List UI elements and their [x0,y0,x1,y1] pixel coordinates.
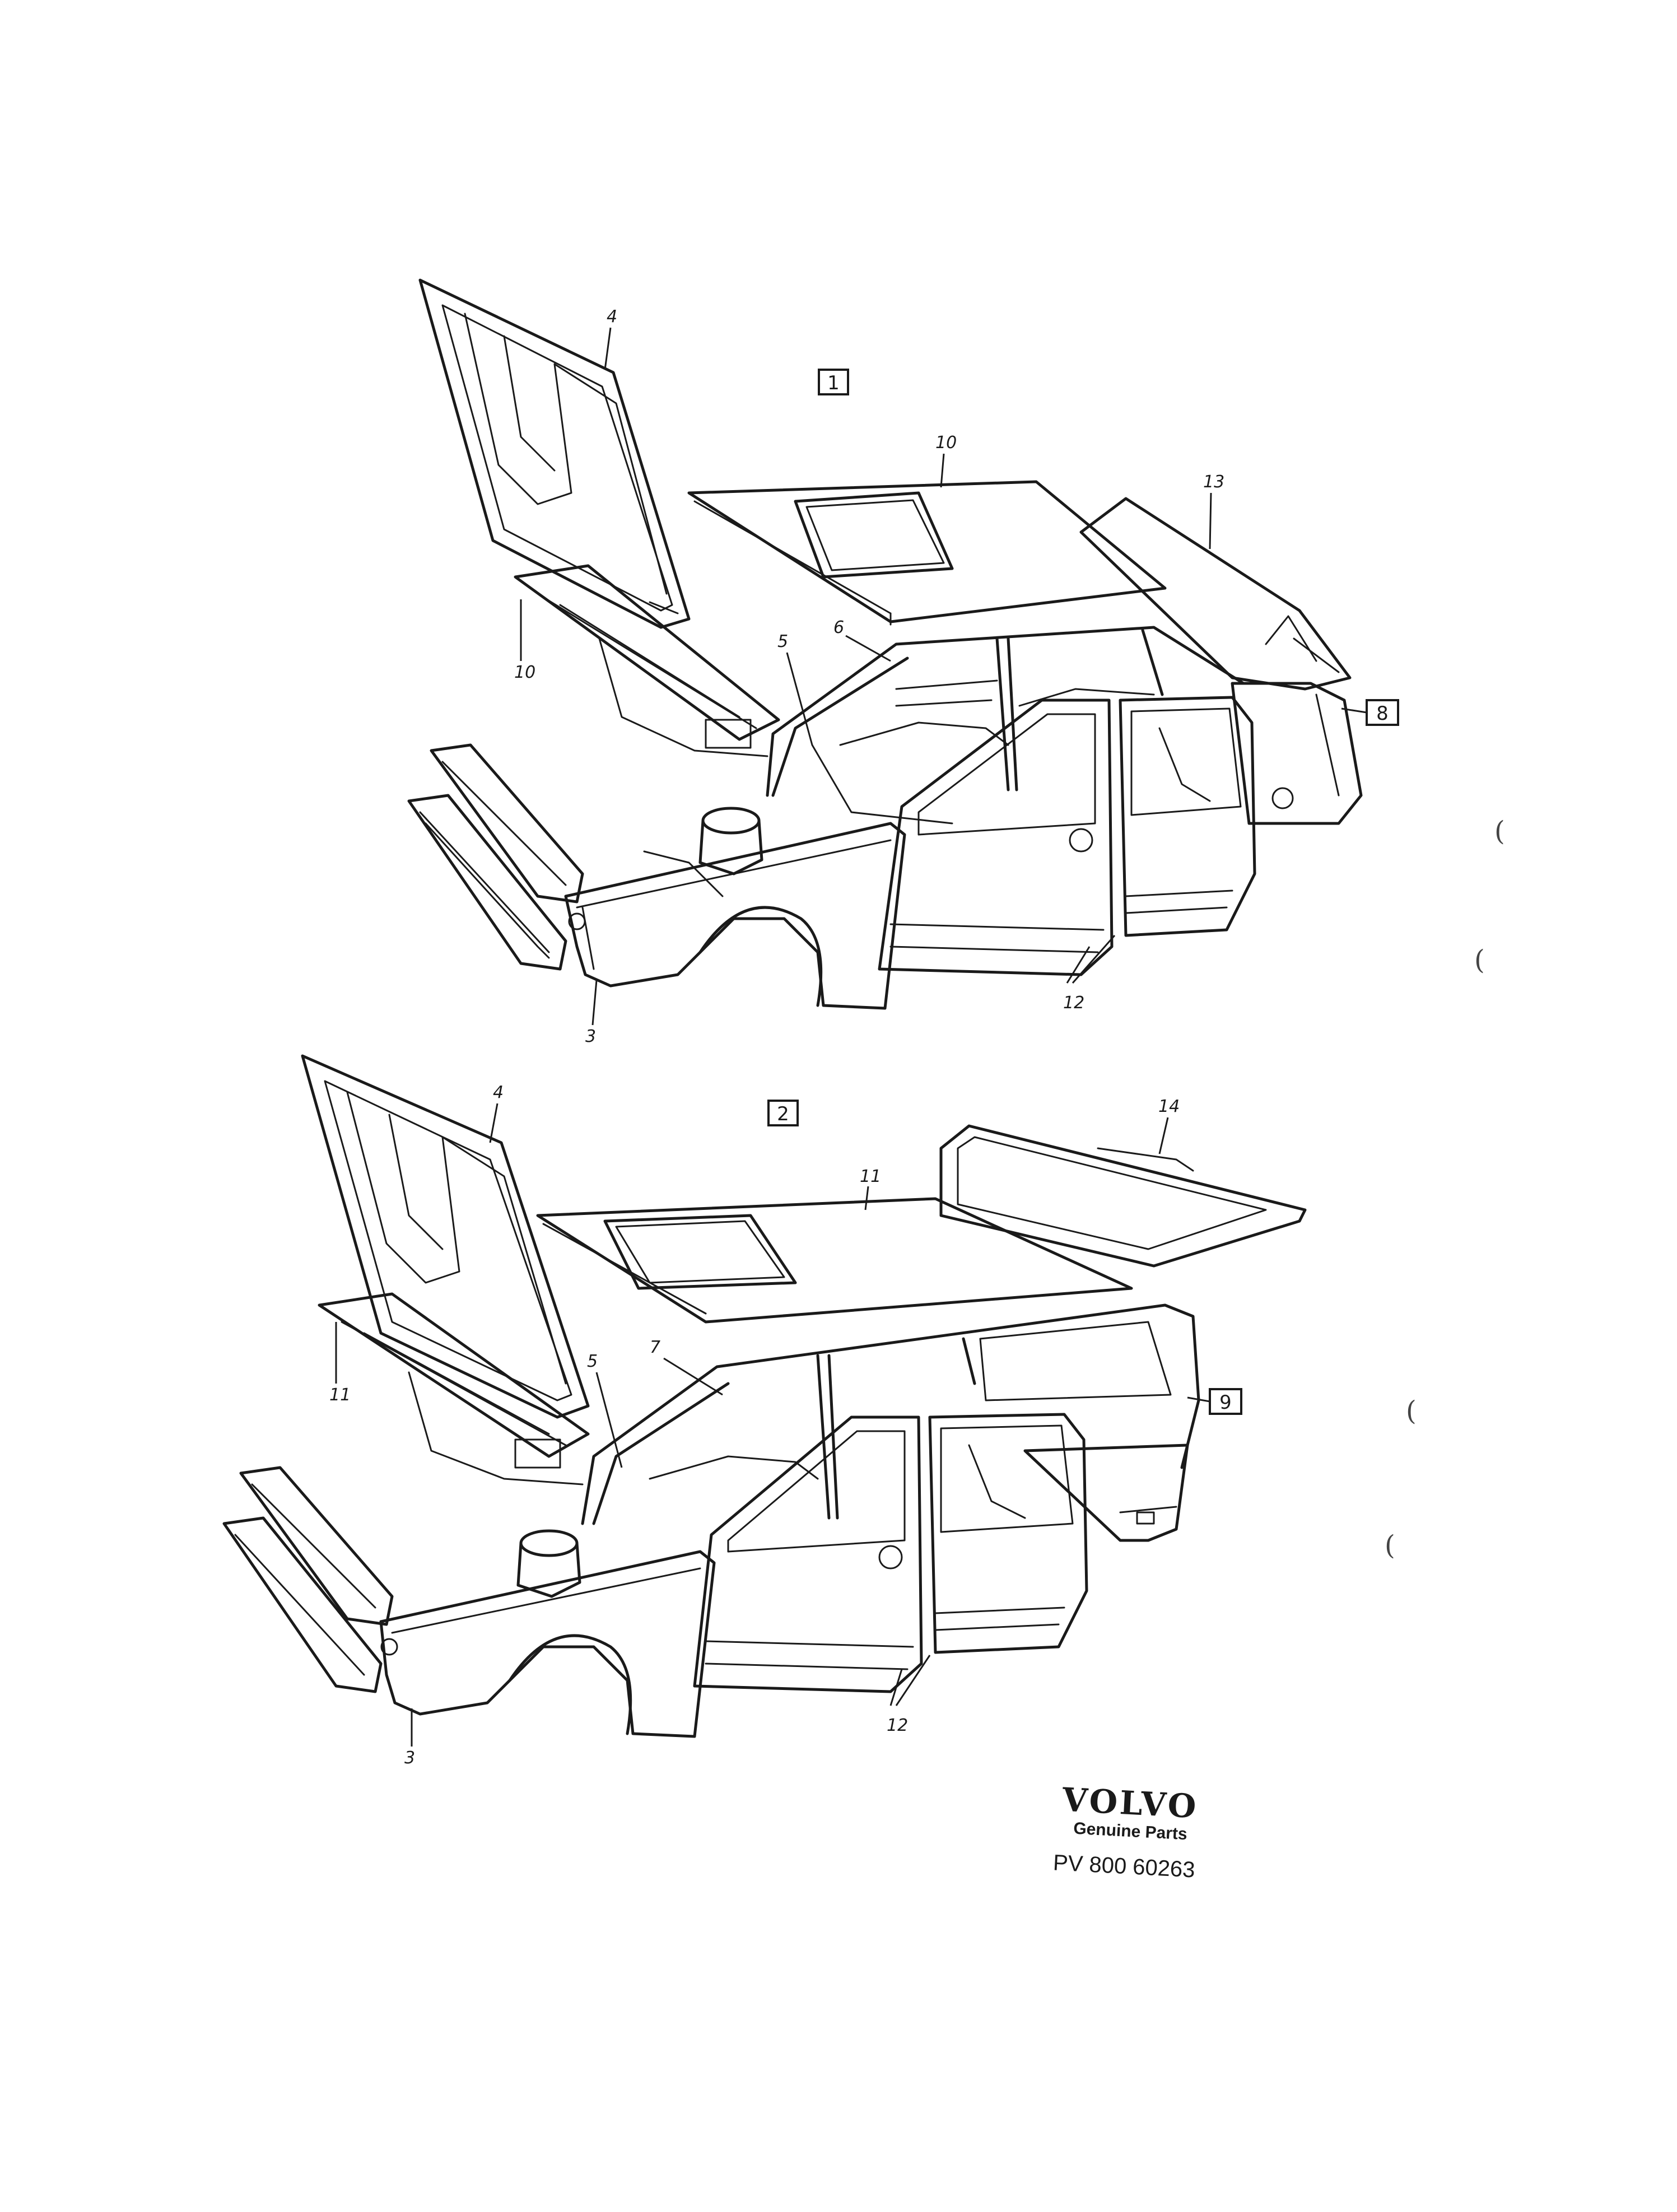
callout-a-pillar: 5 [587,1352,598,1371]
floor-pan [649,1455,819,1480]
leader-doors-front [889,1669,903,1706]
diagram-sedan: 1 8 4 10 10 13 5 6 3 12 [407,278,1399,1046]
body-box-leader [1187,1396,1210,1403]
leader-trunk-lid [1209,492,1212,549]
roof-panel [687,480,1167,626]
margin-mark: ( [1385,1530,1395,1561]
leader-front-member [591,980,598,1026]
front-door [878,698,1114,976]
callout-front-member: 3 [585,1027,596,1046]
leader-a-pillar [786,652,813,746]
body-box-label: 9 [1219,1391,1232,1414]
rear-door [1119,696,1256,937]
hood-panel [418,278,691,629]
callout-b-pillar: 6 [833,618,844,637]
callout-tailgate: 14 [1158,1097,1180,1116]
margin-mark: ( [1494,816,1505,847]
front-frame-rails [407,743,763,971]
front-frame-rails [222,1466,581,1693]
rear-door [928,1413,1088,1654]
roof-panel [536,1197,1133,1324]
variant-box [818,369,849,395]
leader-doors-rear [1072,935,1116,984]
rear-quarter [1231,682,1363,825]
callout-doors: 12 [887,1716,908,1735]
tailgate [939,1124,1307,1268]
floor-pan [839,721,1009,746]
leader-roof [864,1186,869,1210]
margin-mark: ( [1406,1395,1417,1427]
leader-b-pillar [663,1357,723,1396]
hood-panel [301,1054,590,1419]
leader-doors-rear [895,1655,931,1706]
callout-b-pillar: 7 [650,1338,660,1357]
margin-mark: ( [1474,944,1485,976]
callout-doors: 12 [1063,993,1084,1013]
front-fender [379,1550,716,1738]
callout-hood: 4 [493,1083,504,1102]
leader-hood [489,1103,499,1143]
cowl-panel [514,564,780,757]
variant-box [767,1100,799,1126]
variant-box-label: 2 [777,1103,789,1125]
callout-cowl: 11 [329,1385,351,1405]
callout-hood: 4 [607,307,617,327]
front-fender [564,822,906,1010]
body-box-label: 8 [1376,702,1389,725]
callout-roof: 11 [860,1167,881,1186]
callout-roof: 10 [935,433,957,453]
leader-tailgate [1158,1117,1169,1154]
leader-b-pillar [845,635,891,662]
volvo-logo: VOLVO Genuine Parts [1058,1781,1203,1844]
front-door [693,1415,923,1693]
side-frame [581,1303,1200,1542]
variant-box-label: 1 [827,372,840,394]
leader-a-pillar [595,1372,623,1468]
side-frame [766,626,1245,825]
callout-cowl: 10 [514,663,535,682]
callout-trunk-lid: 13 [1203,472,1224,492]
body-box-leader [1341,707,1367,714]
leader-hood [604,327,612,370]
leader-doors-front [1066,946,1091,984]
rear-shelf [1018,688,1155,707]
diagram-wagon: 2 9 4 11 11 14 5 7 3 12 [222,1054,1307,1768]
leader-roof [940,453,945,488]
callout-front-member: 3 [404,1748,415,1768]
trunk-lid [1079,497,1352,691]
callout-a-pillar: 5 [777,632,788,651]
cowl-panel [318,1292,590,1485]
